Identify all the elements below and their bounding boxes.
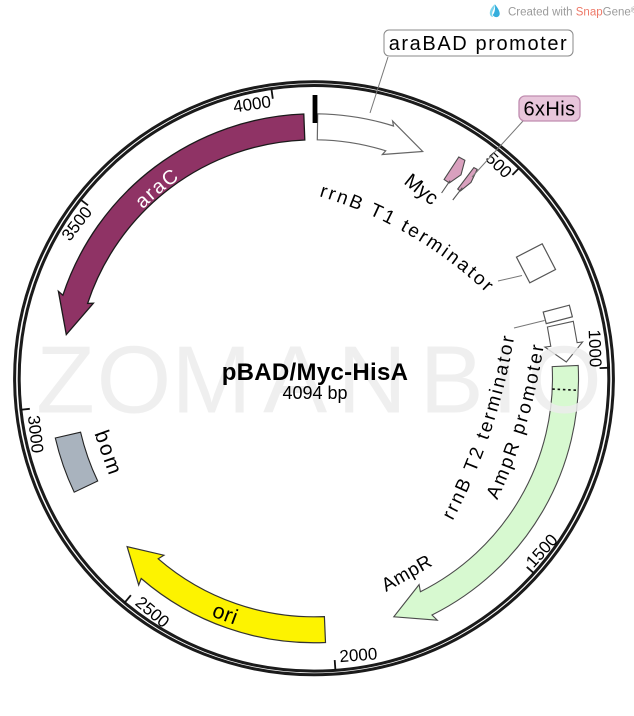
svg-text:2000: 2000 xyxy=(339,644,378,666)
svg-text:6xHis: 6xHis xyxy=(523,99,575,121)
svg-text:3000: 3000 xyxy=(24,414,47,454)
svg-text:4094 bp: 4094 bp xyxy=(282,383,347,403)
svg-text:pBAD/Myc-HisA: pBAD/Myc-HisA xyxy=(222,359,409,386)
svg-text:1000: 1000 xyxy=(585,329,605,367)
svg-text:Created with SnapGene®: Created with SnapGene® xyxy=(508,6,634,19)
svg-text:O: O xyxy=(97,327,172,434)
svg-text:araBAD promoter: araBAD promoter xyxy=(389,33,569,55)
svg-text:Z: Z xyxy=(36,327,95,434)
svg-text:B: B xyxy=(420,327,484,434)
